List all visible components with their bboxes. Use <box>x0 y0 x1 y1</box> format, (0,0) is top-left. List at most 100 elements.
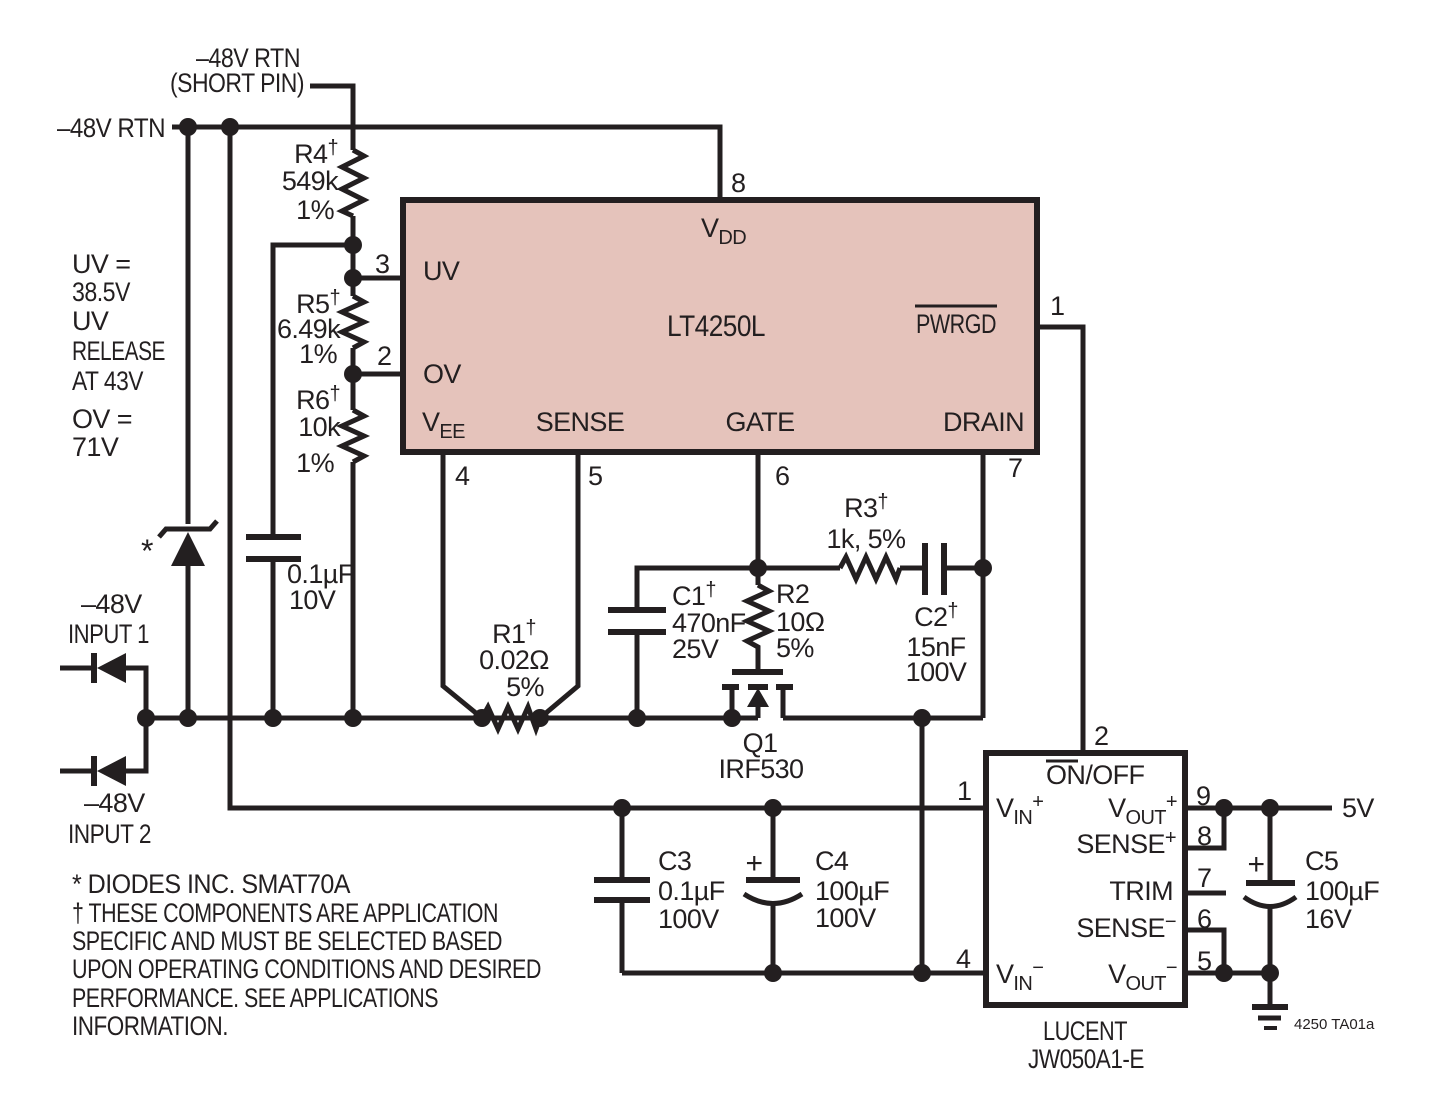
module-pin7-number: 7 <box>1197 863 1211 893</box>
c3-name: C3 <box>658 846 691 876</box>
ic-pin-pwrgd-label: PWRGD <box>916 309 996 339</box>
resistor-r1-symbol <box>479 700 543 737</box>
c5-value: 100µF <box>1305 876 1379 906</box>
footnote-line-2: † THESE COMPONENTS ARE APPLICATION <box>72 898 498 928</box>
c4-name: C4 <box>815 846 849 876</box>
module-pin2-number: 2 <box>1094 721 1108 751</box>
module-pin4-number: 4 <box>956 944 971 974</box>
ic-pin8-number: 8 <box>731 168 745 198</box>
c3-value: 0.1µF <box>658 876 725 906</box>
junction-dots <box>137 118 1279 982</box>
q1-name: Q1 <box>743 728 778 758</box>
ic-lt4250l-body <box>400 197 1040 455</box>
c5-rating: 16V <box>1305 904 1352 934</box>
rtn-label: –48V RTN <box>57 113 165 143</box>
ov-threshold-label-2: 71V <box>72 432 119 462</box>
resistor-r2-symbol <box>740 582 776 672</box>
r6-tol: 1% <box>296 448 334 478</box>
ic-pin4-number: 4 <box>455 461 470 491</box>
cuv-value: 0.1µF <box>287 559 354 589</box>
ic-pin-uv-label: UV <box>423 256 460 286</box>
uv-release-label-1: UV <box>72 306 109 336</box>
module-pin-trim-label: TRIM <box>1109 876 1173 906</box>
module-pin-vinm-label: VIN− <box>996 957 1043 995</box>
ic-pin1-number: 1 <box>1050 291 1064 321</box>
r5-name: R5† <box>296 287 340 319</box>
q1-part: IRF530 <box>719 754 804 784</box>
wires <box>60 83 1332 1005</box>
footnote-line-3: SPECIFIC AND MUST BE SELECTED BASED <box>72 926 502 956</box>
module-pin-vinp-label: VIN+ <box>996 791 1043 829</box>
capacitor-symbols <box>246 534 1298 909</box>
r3-name: R3† <box>844 491 888 523</box>
module-labels: ON/OFF VIN+ VIN− VOUT+ SENSE+ TRIM SENSE… <box>956 721 1212 1074</box>
module-pin-voutm-label: VOUT− <box>1108 957 1177 995</box>
ic-pin-vee-label: VEE <box>422 407 465 443</box>
cap-c1-symbol <box>608 607 666 635</box>
ground-icon <box>1252 1004 1288 1030</box>
short-pin-label-1: –48V RTN <box>196 43 300 73</box>
cap-c3-symbol <box>594 877 650 903</box>
output-5v-label: 5V <box>1342 793 1374 823</box>
ic-pin6-number: 6 <box>775 461 789 491</box>
r2-tol: 5% <box>776 633 814 663</box>
c5-polarity-plus: + <box>1248 848 1265 881</box>
r6-name: R6† <box>296 383 340 415</box>
c1-name: C1† <box>672 579 716 611</box>
zener-star-marker: * <box>141 533 153 569</box>
uv-release-label-3: AT 43V <box>72 366 143 396</box>
short-pin-label-2: (SHORT PIN) <box>170 68 304 98</box>
ic-pin2-number: 2 <box>377 341 391 371</box>
cap-c5-curved-plate <box>1242 894 1298 909</box>
figure-id-label: 4250 TA01a <box>1294 1016 1375 1033</box>
ic-pin3-number: 3 <box>375 249 389 279</box>
c2-rating: 100V <box>906 657 967 687</box>
c3-rating: 100V <box>658 904 719 934</box>
c1-value: 470nF <box>672 608 746 638</box>
c4-polarity-plus: + <box>746 847 763 880</box>
c1-rating: 25V <box>672 634 719 664</box>
module-pin-voutp-label: VOUT+ <box>1108 791 1177 829</box>
diode-symbols <box>91 519 219 786</box>
r5-value: 6.49k <box>277 314 341 344</box>
resistor-symbols <box>335 147 903 737</box>
cap-c4-curved-plate <box>742 891 804 906</box>
ic-pin-gate-label: GATE <box>725 407 794 437</box>
input2-diode-icon <box>91 756 126 786</box>
r5-tol: 1% <box>299 339 337 369</box>
ic-pin7-number: 7 <box>1008 453 1022 483</box>
resistor-r6-symbol <box>335 407 371 465</box>
zener-diode-icon <box>157 519 219 566</box>
input1-name-label: INPUT 1 <box>68 619 149 649</box>
annotations: –48V RTN (SHORT PIN) –48V RTN UV = 38.5V… <box>57 43 1375 1041</box>
module-pin-sensem-label: SENSE− <box>1076 911 1176 943</box>
module-part-label: JW050A1-E <box>1028 1044 1144 1074</box>
uv-threshold-label-1: UV = <box>72 249 130 279</box>
input1-diode-icon <box>91 653 126 683</box>
module-jw050a1e-body <box>983 750 1188 1008</box>
c2-name: C2† <box>914 600 958 632</box>
c5-name: C5 <box>1305 846 1338 876</box>
r4-value: 549k <box>282 166 339 196</box>
ov-threshold-label-1: OV = <box>72 404 132 434</box>
module-pin6-number: 6 <box>1197 904 1211 934</box>
r2-value: 10Ω <box>776 607 825 637</box>
uv-release-label-2: RELEASE <box>72 336 165 366</box>
footnote-line-4: UPON OPERATING CONDITIONS AND DESIRED <box>72 954 541 984</box>
cuv-rating: 10V <box>289 585 336 615</box>
r6-value: 10k <box>298 412 341 442</box>
r1-name: R1† <box>492 617 536 649</box>
input2-name-label: INPUT 2 <box>68 819 151 849</box>
r2-name: R2 <box>776 579 809 609</box>
module-pin-sensep-label: SENSE+ <box>1076 827 1176 859</box>
c4-value: 100µF <box>815 876 889 906</box>
module-pin-onoff-label: ON/OFF <box>1046 760 1145 790</box>
input2-voltage-label: –48V <box>84 788 145 818</box>
input1-voltage-label: –48V <box>81 589 142 619</box>
cap-c2-symbol <box>922 543 947 595</box>
module-mfr-label: LUCENT <box>1043 1016 1127 1046</box>
c4-rating: 100V <box>815 903 876 933</box>
c2-value: 15nF <box>906 632 965 662</box>
resistor-r5-symbol <box>335 293 371 351</box>
